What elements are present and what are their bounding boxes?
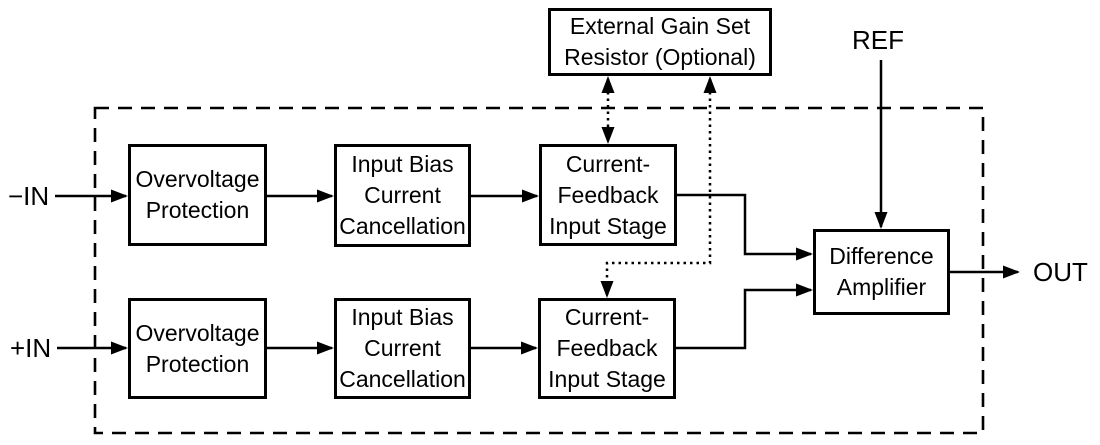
block-current-feedback-stage-top-label: Current- Feedback Input Stage [549, 150, 667, 239]
block-input-bias-cancellation-bottom-label: Input Bias Current Cancellation [339, 304, 466, 392]
arrowhead-gain-down-top-icon [601, 127, 615, 144]
block-external-gain-resistor: External Gain Set Resistor (Optional) [548, 8, 772, 76]
block-input-bias-cancellation-top-label: Input Bias Current Cancellation [339, 151, 466, 239]
block-overvoltage-protection-top: Overvoltage Protection [128, 144, 267, 246]
wire-gain-resistor-to-cfis-bottom-dotted [605, 79, 712, 295]
block-overvoltage-protection-bottom-label: Overvoltage Protection [135, 319, 260, 377]
arrowhead-diffamp-input-bottom-icon [796, 283, 813, 297]
arrowhead-gain-up-right-icon [703, 76, 717, 93]
block-current-feedback-stage-top: Current- Feedback Input Stage [539, 144, 677, 246]
arrowhead-bias-bottom-icon [317, 341, 334, 355]
block-overvoltage-protection-top-label: Overvoltage Protection [135, 166, 260, 223]
wire-cfis-top-to-diffamp [677, 193, 811, 256]
arrowhead-gain-up-left-icon [601, 76, 615, 93]
block-current-feedback-stage-bottom-label: Current- Feedback Input Stage [548, 304, 666, 392]
block-input-bias-cancellation-top: Input Bias Current Cancellation [334, 144, 471, 247]
arrowhead-neg-in-icon [111, 189, 128, 203]
arrowhead-cfis-top-icon [522, 189, 539, 203]
arrowhead-bias-top-icon [317, 189, 334, 203]
block-current-feedback-stage-bottom: Current- Feedback Input Stage [538, 298, 676, 399]
block-overvoltage-protection-bottom: Overvoltage Protection [128, 298, 267, 399]
port-label-neg-in: −IN [8, 181, 50, 211]
block-difference-amplifier-label: Difference Amplifier [829, 243, 934, 300]
arrowhead-pos-in-icon [111, 341, 128, 355]
chip-boundary-dashed-box [93, 106, 985, 435]
arrowhead-cfis-bottom-icon [521, 341, 538, 355]
block-difference-amplifier: Difference Amplifier [813, 229, 950, 315]
wire-cfis-bottom-to-diffamp [676, 288, 811, 350]
arrowhead-ref-down-icon [874, 212, 888, 229]
port-label-ref: REF [852, 25, 904, 55]
block-input-bias-cancellation-bottom: Input Bias Current Cancellation [334, 298, 471, 399]
arrowhead-gain-down-bottom-icon [600, 281, 614, 298]
port-label-pos-in: +IN [10, 333, 52, 363]
block-external-gain-resistor-label: External Gain Set Resistor (Optional) [564, 13, 756, 70]
port-label-out: OUT [1033, 257, 1088, 287]
arrowhead-diffamp-input-top-icon [796, 247, 813, 261]
arrowhead-out-icon [1003, 265, 1020, 279]
